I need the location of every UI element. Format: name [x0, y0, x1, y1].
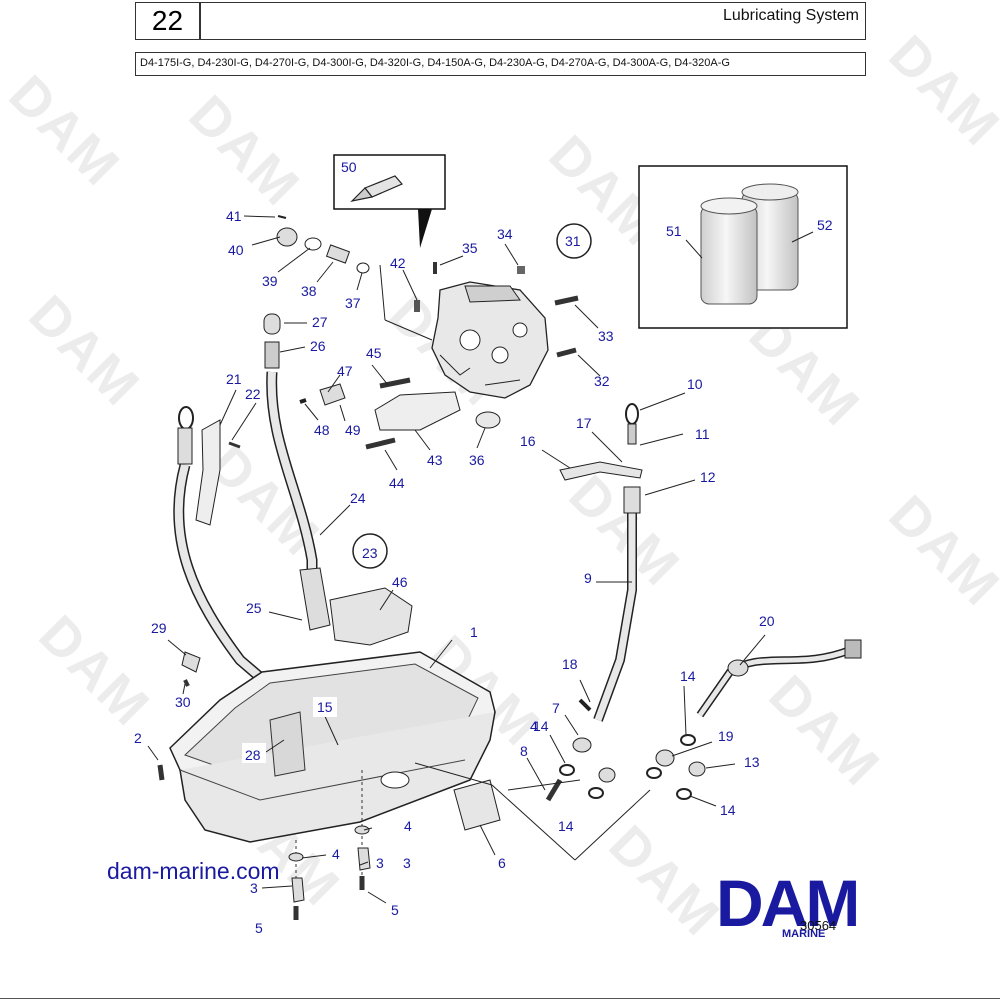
leader-lines [147, 215, 814, 904]
callout-label: 30 [175, 694, 191, 710]
callout-label: 36 [469, 452, 485, 468]
callout-label: 9 [584, 570, 592, 586]
callout-label: 27 [312, 314, 328, 330]
callout-label: 34 [497, 226, 513, 242]
oil-return-pipe [263, 313, 413, 646]
callout-label: 14 [533, 718, 549, 734]
callout-label: 31 [565, 233, 581, 249]
callout-label: 24 [350, 490, 366, 506]
callout-label: 5 [391, 902, 399, 918]
callout-label: 51 [666, 223, 682, 239]
callout-label: 3 [250, 880, 258, 896]
logo-subtitle: MARINE [782, 928, 826, 940]
website-link[interactable]: dam-marine.com [107, 858, 280, 884]
sump-fasteners [157, 651, 501, 920]
callout-label: 15 [317, 699, 333, 715]
drawing-number: 30564 [800, 918, 837, 933]
callout-label: 3 [376, 855, 384, 871]
callout-label: 4 [332, 846, 340, 862]
oil-drain-hose [545, 639, 862, 802]
callout-label: 18 [562, 656, 578, 672]
callout-label: 45 [366, 345, 382, 361]
callout-label: 7 [552, 700, 560, 716]
callout-label: 38 [301, 283, 317, 299]
dipstick-guide-tube [559, 403, 643, 753]
callout-label: 14 [720, 802, 736, 818]
callout-label: 14 [558, 818, 574, 834]
callout-label: 32 [594, 373, 610, 389]
callout-label: 47 [337, 363, 353, 379]
callout-label: 48 [314, 422, 330, 438]
sealant-inset-box [333, 154, 446, 248]
callout-label: 2 [134, 730, 142, 746]
callout-label: 46 [392, 574, 408, 590]
callout-label: 4 [404, 818, 412, 834]
callout-label: 6 [498, 855, 506, 871]
oil-sump [169, 651, 496, 843]
callout-label: 22 [245, 386, 261, 402]
callout-label: 41 [226, 208, 242, 224]
bottom-rule [0, 998, 1000, 999]
section-number: 22 [135, 2, 200, 40]
callout-label: 5 [255, 920, 263, 936]
oil-filter-inset-box [638, 165, 848, 329]
callout-label: 20 [759, 613, 775, 629]
callout-label: 4 [530, 718, 538, 734]
callout-label: 25 [246, 600, 262, 616]
oil-pump-housing [431, 281, 549, 399]
sealant-tube-icon [350, 175, 403, 202]
oil-filter-icon [700, 183, 799, 305]
dam-logo: DAM [716, 866, 860, 940]
callout-label: 43 [427, 452, 443, 468]
callout-label: 10 [687, 376, 703, 392]
title-box: Lubricating System [200, 2, 866, 40]
callout-label: 29 [151, 620, 167, 636]
callout-label: 14 [680, 668, 696, 684]
callout-label: 52 [817, 217, 833, 233]
callout-label: 19 [718, 728, 734, 744]
callout-label: 12 [700, 469, 716, 485]
callout-label: 50 [341, 159, 357, 175]
callout-label: 33 [598, 328, 614, 344]
models-box: D4-175I-G, D4-230I-G, D4-270I-G, D4-300I… [135, 52, 866, 76]
callout-label: 37 [345, 295, 361, 311]
callout-label: 49 [345, 422, 361, 438]
callout-label: 26 [310, 338, 326, 354]
fitting-parts [276, 215, 579, 358]
callout-label: 3 [403, 855, 411, 871]
callout-label: 17 [576, 415, 592, 431]
callout-label: 44 [389, 475, 405, 491]
callout-label: 35 [462, 240, 478, 256]
model-list: D4-175I-G, D4-230I-G, D4-270I-G, D4-300I… [140, 57, 730, 69]
ringed-callouts [242, 223, 592, 763]
page-title: Lubricating System [722, 7, 859, 24]
callout-label: 23 [362, 545, 378, 561]
bracket-parts [299, 377, 501, 450]
callout-label: 39 [262, 273, 278, 289]
callout-label: 42 [390, 255, 406, 271]
callout-label: 16 [520, 433, 536, 449]
callout-label: 13 [744, 754, 760, 770]
dipstick-tube [173, 406, 279, 695]
callout-labels: 1 2 3 3 3 4 4 4 5 5 6 7 8 9 10 11 12 13 … [134, 159, 833, 936]
callout-label: 40 [228, 242, 244, 258]
callout-label: 28 [245, 747, 261, 763]
callout-label: 21 [226, 371, 242, 387]
callout-label: 11 [695, 426, 710, 442]
callout-label: 8 [520, 743, 528, 759]
callout-label: 1 [470, 624, 478, 640]
